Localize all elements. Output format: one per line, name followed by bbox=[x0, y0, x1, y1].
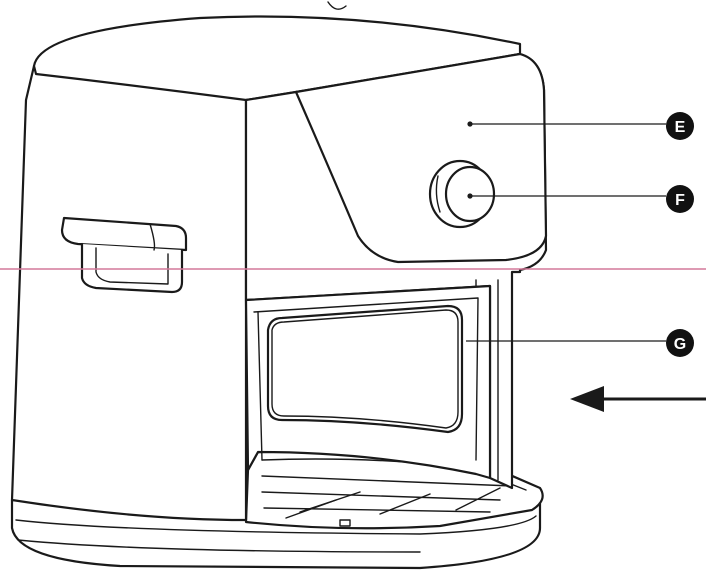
callout-f-letter: F bbox=[675, 192, 685, 209]
callout-f: F bbox=[666, 185, 694, 213]
top-partial-circle bbox=[327, 1, 347, 10]
callout-e: E bbox=[666, 112, 694, 140]
callout-g: G bbox=[666, 329, 694, 357]
callout-e-letter: E bbox=[675, 119, 686, 136]
callout-leaders bbox=[466, 121, 666, 342]
direction-arrow bbox=[570, 386, 706, 412]
door-window bbox=[244, 284, 492, 480]
callout-g-letter: G bbox=[674, 336, 686, 353]
side-handle bbox=[60, 216, 188, 294]
control-dial[interactable] bbox=[428, 159, 496, 229]
